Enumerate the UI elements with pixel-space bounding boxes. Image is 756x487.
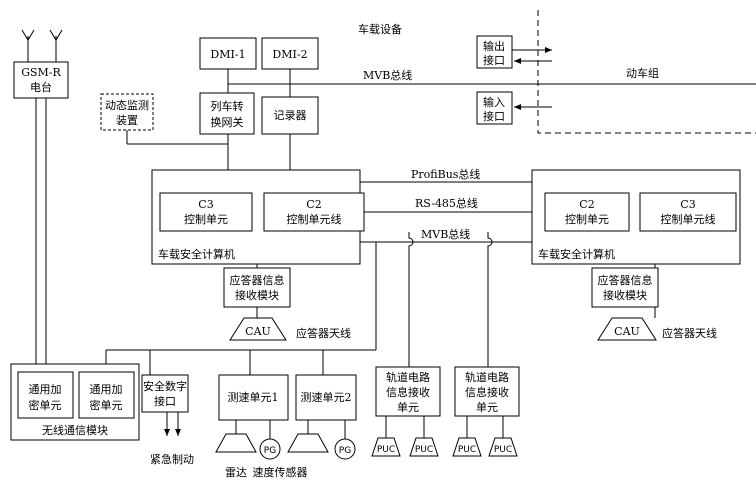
radar-label: 雷达 [225, 466, 247, 479]
safety-digital-line1: 安全数字 [143, 379, 187, 393]
cau-antenna-right-shape [597, 317, 657, 341]
crypto-unit-2-line1: 通用加 [90, 383, 123, 396]
recorder-box [261, 96, 319, 135]
mvb-mid-label: MVB总线 [421, 227, 470, 241]
left-c3-line1: C3 [198, 198, 213, 211]
right-c3-line1: C3 [680, 198, 695, 211]
dmi1-box [199, 37, 257, 70]
crypto-unit-1-line1: 通用加 [29, 383, 62, 396]
balise-rx-right-box [591, 267, 659, 308]
pg-right-label: PG [339, 446, 351, 456]
crypto-unit-2-line2: 密单元 [90, 398, 123, 412]
dmi2-label: DMI-2 [272, 48, 307, 61]
cau-left-label: CAU [245, 325, 271, 338]
track-rx-2-line3: 单元 [476, 401, 498, 414]
dynamic-monitor-box [100, 93, 154, 131]
left-c2-box [263, 192, 365, 232]
puc-1-shape [371, 437, 401, 457]
puc-3-label: PUC [458, 445, 476, 455]
train-gateway-line2: 换网关 [211, 115, 244, 129]
safety-digital-line2: 接口 [154, 395, 176, 408]
right-computer-label: 车载安全计算机 [538, 247, 615, 261]
crypto-unit-2-box [78, 371, 135, 419]
gsmr-line1: GSM-R [21, 66, 61, 79]
output-iface-line1: 输出 [483, 39, 505, 53]
left-computer-label: 车载安全计算机 [158, 247, 235, 261]
mvb-top-label: MVB总线 [363, 68, 412, 82]
right-c2-line2: 控制单元 [565, 212, 609, 226]
onboard-label: 车载设备 [358, 22, 402, 36]
track-rx-2-line2: 信息接收 [465, 385, 509, 399]
dmi2-box [261, 37, 319, 70]
dynamic-monitor-line1: 动态监测 [105, 99, 149, 112]
radar-right-shape [287, 433, 329, 453]
track-rx-2-box [454, 366, 520, 417]
puc-2-label: PUC [415, 445, 433, 455]
balise-rx-left-box [223, 267, 291, 308]
pg-left-shape [259, 438, 281, 460]
track-rx-1-line3: 单元 [397, 401, 419, 414]
right-c2-line1: C2 [579, 198, 594, 211]
speed-sensor-label: 速度传感器 [253, 465, 308, 479]
puc-3-shape [452, 437, 482, 457]
left-c2-line2: 控制单元线 [287, 212, 342, 226]
emergency-brake-label: 紧急制动 [150, 452, 194, 466]
emu-label: 动车组 [626, 66, 659, 80]
puc-4-label: PUC [494, 445, 512, 455]
left-c3-box [159, 192, 253, 232]
balise-rx-left-line1: 应答器信息 [230, 273, 285, 287]
pg-left-label: PG [264, 446, 276, 456]
cau-antenna-left-shape [229, 317, 287, 341]
track-rx-1-line1: 轨道电路 [386, 370, 430, 384]
crypto-unit-1-box [17, 371, 74, 419]
dmi1-label: DMI-1 [210, 48, 245, 61]
profibus-label: ProfiBus总线 [411, 167, 480, 181]
balise-rx-left-line2: 接收模块 [235, 288, 279, 302]
puc-2-shape [409, 437, 439, 457]
balise-rx-right-line2: 接收模块 [603, 288, 647, 302]
dynamic-monitor-line2: 装置 [116, 114, 138, 127]
input-interface-box [476, 91, 513, 125]
gsmr-line2: 电台 [30, 80, 52, 94]
speed-unit-2-box [295, 374, 357, 421]
track-rx-1-box [375, 366, 441, 417]
cau-right-label: CAU [614, 325, 640, 338]
gsmr-radio-box [13, 61, 69, 99]
output-interface-box [476, 35, 513, 69]
puc-1-label: PUC [377, 445, 395, 455]
input-iface-line1: 输入 [483, 95, 505, 109]
train-gateway-line1: 列车转 [211, 99, 244, 113]
right-c3-box [639, 192, 737, 232]
train-gateway-box [199, 92, 255, 135]
speed-unit-1-box [218, 374, 289, 421]
track-rx-2-line1: 轨道电路 [465, 370, 509, 384]
radar-left-shape [215, 433, 257, 453]
balise-antenna-left-label: 应答器天线 [296, 326, 351, 340]
speed-unit-1-label: 测速单元1 [228, 391, 279, 404]
puc-4-shape [488, 437, 518, 457]
right-c3-line2: 控制单元线 [661, 212, 716, 226]
left-c3-line2: 控制单元 [184, 212, 228, 226]
recorder-label: 记录器 [274, 109, 307, 122]
balise-rx-right-line1: 应答器信息 [598, 273, 653, 287]
crypto-unit-1-line2: 密单元 [29, 398, 62, 412]
safety-digital-box [141, 374, 189, 413]
track-rx-1-line2: 信息接收 [386, 385, 430, 399]
input-iface-line2: 接口 [483, 110, 505, 123]
rs485-label: RS-485总线 [415, 196, 478, 210]
speed-unit-2-label: 测速单元2 [301, 391, 352, 404]
output-iface-line2: 接口 [483, 54, 505, 67]
right-c2-box [544, 192, 630, 232]
wireless-module-label: 无线通信模块 [42, 423, 108, 437]
balise-antenna-right-label: 应答器天线 [662, 326, 717, 340]
left-c2-line1: C2 [306, 198, 321, 211]
pg-right-shape [334, 438, 356, 460]
